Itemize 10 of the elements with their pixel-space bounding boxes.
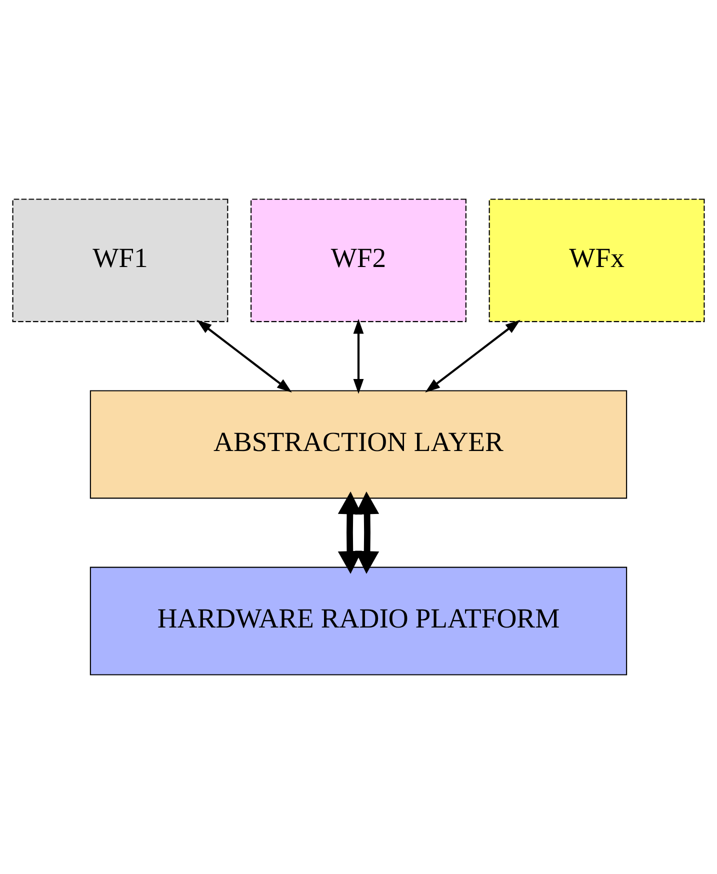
arrow [196, 320, 292, 392]
node-box: HARDWARE RADIO PLATFORM [90, 566, 628, 676]
node-box: WFx [488, 198, 705, 322]
arrow [355, 491, 380, 574]
node-box: WF1 [12, 198, 228, 322]
node-box: ABSTRACTION LAYER [90, 390, 628, 499]
arrow [338, 491, 362, 574]
node-box: WF2 [250, 198, 466, 322]
arrow [353, 318, 364, 394]
arrow [425, 320, 520, 392]
